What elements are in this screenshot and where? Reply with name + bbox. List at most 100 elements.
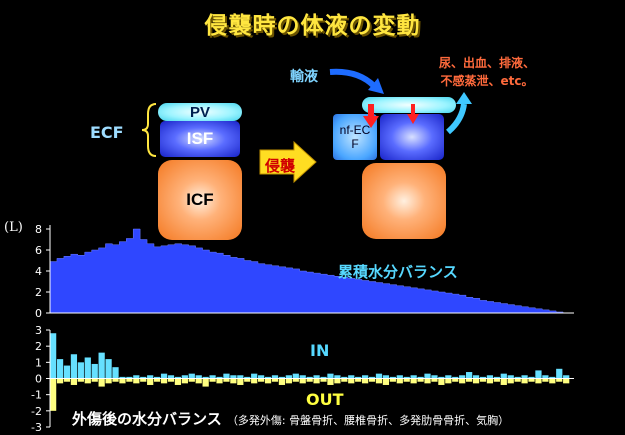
- out-bar: [507, 378, 514, 384]
- in-bar: [251, 373, 258, 379]
- in-bar: [278, 376, 286, 379]
- out-bar: [327, 378, 334, 385]
- out-bar: [70, 378, 78, 385]
- out-bar: [486, 378, 494, 384]
- out-bar: [237, 378, 244, 385]
- in-bar: [493, 376, 500, 379]
- out-bar: [368, 378, 376, 382]
- out-bar: [313, 378, 320, 384]
- in-bar: [368, 376, 376, 379]
- out-bar: [438, 378, 445, 385]
- out-bar: [452, 378, 459, 382]
- in-bar: [154, 376, 161, 379]
- nf-ecf-label: nf-ECF: [339, 123, 371, 151]
- in-bar: [258, 375, 265, 379]
- out-bar: [563, 378, 570, 384]
- out-label: OUT: [306, 390, 344, 409]
- infusion-arrow-icon: [329, 68, 384, 94]
- out-bar: [223, 378, 230, 382]
- out-bar: [126, 378, 133, 382]
- in-label: IN: [310, 341, 330, 360]
- out-bar: [140, 378, 147, 382]
- in-bar: [167, 375, 175, 379]
- page-title: 侵襲時の体液の変動: [204, 13, 421, 39]
- in-bar: [500, 373, 507, 379]
- y-tick-label-in-out: 3: [35, 324, 42, 337]
- losses-label: 尿、出血、排液、 不感蒸泄、etc。: [422, 54, 552, 90]
- icf-box: ICF: [158, 160, 242, 240]
- in-bar: [445, 375, 452, 379]
- in-bar: [174, 376, 182, 379]
- out-bar: [84, 378, 91, 384]
- output-arrow-icon: [445, 92, 472, 135]
- in-bar: [147, 375, 154, 379]
- in-bar: [382, 375, 390, 379]
- out-bar: [556, 378, 563, 382]
- in-bar: [299, 375, 306, 379]
- in-bar: [112, 367, 119, 379]
- out-bar: [285, 378, 292, 384]
- isf-box: ISF: [160, 121, 240, 157]
- invasion-label: 侵襲: [265, 157, 296, 175]
- out-bar: [431, 378, 438, 382]
- out-bar: [63, 378, 71, 382]
- pv-box-expanded: [362, 97, 456, 113]
- in-bar: [230, 375, 237, 379]
- out-bar: [417, 378, 424, 382]
- in-bar: [140, 376, 147, 379]
- out-bar: [258, 378, 265, 382]
- y-tick-label-in-out: 2: [35, 340, 42, 353]
- out-bar: [410, 378, 417, 384]
- in-bar: [375, 373, 383, 379]
- y-tick-label-in-out: -1: [31, 389, 42, 402]
- out-bar: [479, 378, 487, 382]
- in-bar: [403, 376, 410, 379]
- in-bar: [355, 376, 362, 379]
- out-bar: [466, 378, 473, 382]
- in-bar: [244, 376, 251, 379]
- in-bar: [306, 376, 313, 379]
- out-bar: [542, 378, 549, 382]
- in-bar: [160, 373, 168, 379]
- in-bar: [119, 376, 126, 379]
- in-bar: [466, 372, 473, 379]
- in-bar: [91, 363, 98, 379]
- in-bar: [459, 375, 466, 379]
- out-bar: [362, 378, 369, 384]
- out-bar: [306, 378, 313, 382]
- in-bar: [535, 370, 542, 379]
- out-bar: [445, 378, 452, 384]
- in-bar: [528, 376, 535, 379]
- out-bar: [500, 378, 507, 385]
- y-tick-label-in-out: 0: [35, 373, 42, 386]
- out-bar: [278, 378, 286, 385]
- out-bar: [424, 378, 431, 384]
- out-bar: [50, 378, 57, 411]
- in-bar: [98, 352, 105, 379]
- out-bar: [77, 378, 84, 382]
- in-bar: [341, 376, 348, 379]
- out-bar: [112, 378, 119, 382]
- in-bar: [50, 333, 57, 379]
- out-bar: [188, 378, 195, 382]
- in-bar: [70, 354, 78, 379]
- invasion-arrow-icon: [259, 140, 317, 184]
- out-bar: [320, 378, 327, 382]
- out-bar: [195, 378, 202, 384]
- out-bar: [535, 378, 542, 384]
- in-bar: [285, 375, 292, 379]
- infusion-label: 輸液: [290, 69, 318, 85]
- losses-text: 尿、出血、排液、 不感蒸泄、etc。: [438, 56, 535, 88]
- ecf-brace: [141, 103, 157, 157]
- out-bar: [355, 378, 362, 382]
- in-bar: [327, 373, 334, 379]
- in-bar: [313, 375, 320, 379]
- in-bar: [292, 373, 299, 379]
- out-bar: [396, 378, 403, 384]
- ecf-label: ECF: [90, 123, 124, 142]
- icf-box-shrunk: [362, 163, 446, 239]
- y-axis-unit: (L): [4, 220, 23, 235]
- y-tick-label-cumulative: 6: [35, 244, 42, 257]
- out-bar: [167, 378, 175, 382]
